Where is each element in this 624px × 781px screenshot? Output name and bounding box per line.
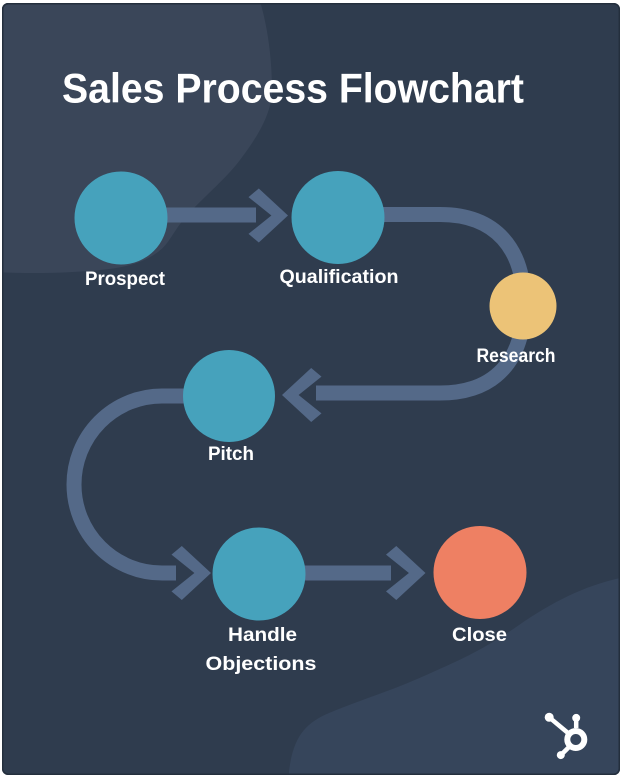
- svg-text:Sales Process Flowchart: Sales Process Flowchart: [62, 65, 524, 112]
- svg-text:Close: Close: [452, 624, 507, 646]
- svg-text:Research: Research: [477, 345, 556, 367]
- svg-text:Prospect: Prospect: [85, 268, 165, 290]
- svg-text:Handle: Handle: [228, 624, 297, 646]
- svg-text:Qualification: Qualification: [280, 266, 399, 288]
- svg-text:Pitch: Pitch: [208, 443, 254, 465]
- svg-text:Objections: Objections: [206, 653, 317, 675]
